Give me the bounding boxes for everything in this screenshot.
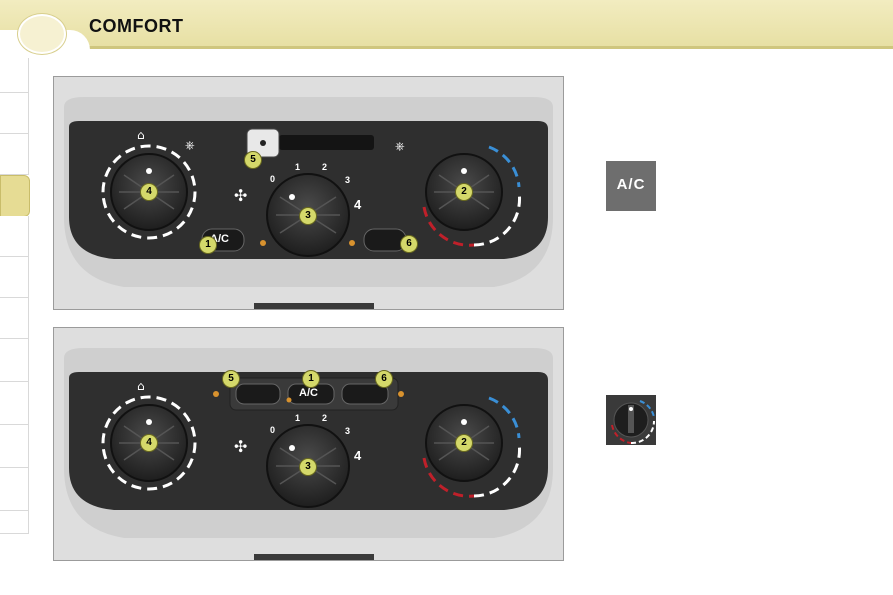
sidebar-tab[interactable]	[0, 93, 29, 134]
control-panel-bottom: ✣ ⌂ A/C 0 1 2 3 4 1 2 3 4 5 6	[53, 327, 564, 561]
marker-4: 4	[140, 183, 158, 201]
recirc-button[interactable]	[235, 383, 281, 405]
fan-scale-0: 0	[270, 425, 276, 435]
fan-scale-3: 3	[345, 426, 351, 436]
fan-scale-0: 0	[270, 174, 276, 184]
fan-scale-2: 2	[322, 413, 328, 423]
ac-symbol-label: A/C	[616, 176, 646, 193]
marker-1: 1	[199, 236, 217, 254]
windscreen-icon: ⌂	[137, 379, 145, 393]
sidebar-tab[interactable]	[0, 468, 29, 511]
sidebar-tab[interactable]	[0, 298, 29, 339]
sidebar-tab[interactable]	[0, 511, 29, 534]
marker-3: 3	[299, 207, 317, 225]
fan-scale-1: 1	[295, 413, 301, 423]
windscreen-icon: ⌂	[137, 128, 145, 142]
control-panel-top: ✣ ⌂ ⎈ ⎈ A/C 0 1 2 3 4 1 2 3 4 5 6	[53, 76, 564, 310]
marker-3: 3	[299, 458, 317, 476]
sidebar-tab[interactable]	[0, 216, 29, 257]
fan-scale-3: 3	[345, 175, 351, 185]
rear-defrost-button[interactable]	[341, 383, 389, 405]
ac-symbol-icon: A/C	[606, 161, 656, 211]
fan-icon: ✣	[234, 186, 247, 205]
sidebar-tabs	[0, 58, 30, 534]
page-title: COMFORT	[89, 16, 184, 36]
marker-4: 4	[140, 434, 158, 452]
sidebar-tab[interactable]	[0, 134, 29, 175]
marker-5: 5	[222, 370, 240, 388]
sidebar-tab[interactable]	[0, 257, 29, 298]
ac-button-label: A/C	[299, 387, 318, 399]
temperature-knob-icon	[606, 395, 656, 445]
sidebar-tab[interactable]	[0, 382, 29, 425]
marker-1: 1	[302, 370, 320, 388]
fan-scale-1: 1	[295, 162, 301, 172]
fan-scale-2: 2	[322, 162, 328, 172]
marker-2: 2	[455, 183, 473, 201]
car-fresh-icon: ⎈	[395, 139, 405, 153]
air-slot	[279, 135, 374, 150]
header-rule	[0, 46, 893, 49]
sidebar-tab[interactable]	[0, 425, 29, 468]
sidebar-tab-active[interactable]	[0, 175, 30, 217]
marker-6: 6	[375, 370, 393, 388]
marker-6: 6	[400, 235, 418, 253]
marker-5: 5	[244, 151, 262, 169]
fan-scale-4: 4	[354, 197, 362, 212]
fan-scale-4: 4	[354, 448, 362, 463]
marker-2: 2	[455, 434, 473, 452]
fan-icon: ✣	[234, 437, 247, 456]
sidebar-tab[interactable]	[0, 58, 29, 93]
chapter-tab-oval	[18, 14, 66, 54]
sidebar-tab[interactable]	[0, 339, 29, 382]
header-band	[0, 0, 893, 46]
car-recirc-icon: ⎈	[185, 138, 195, 152]
